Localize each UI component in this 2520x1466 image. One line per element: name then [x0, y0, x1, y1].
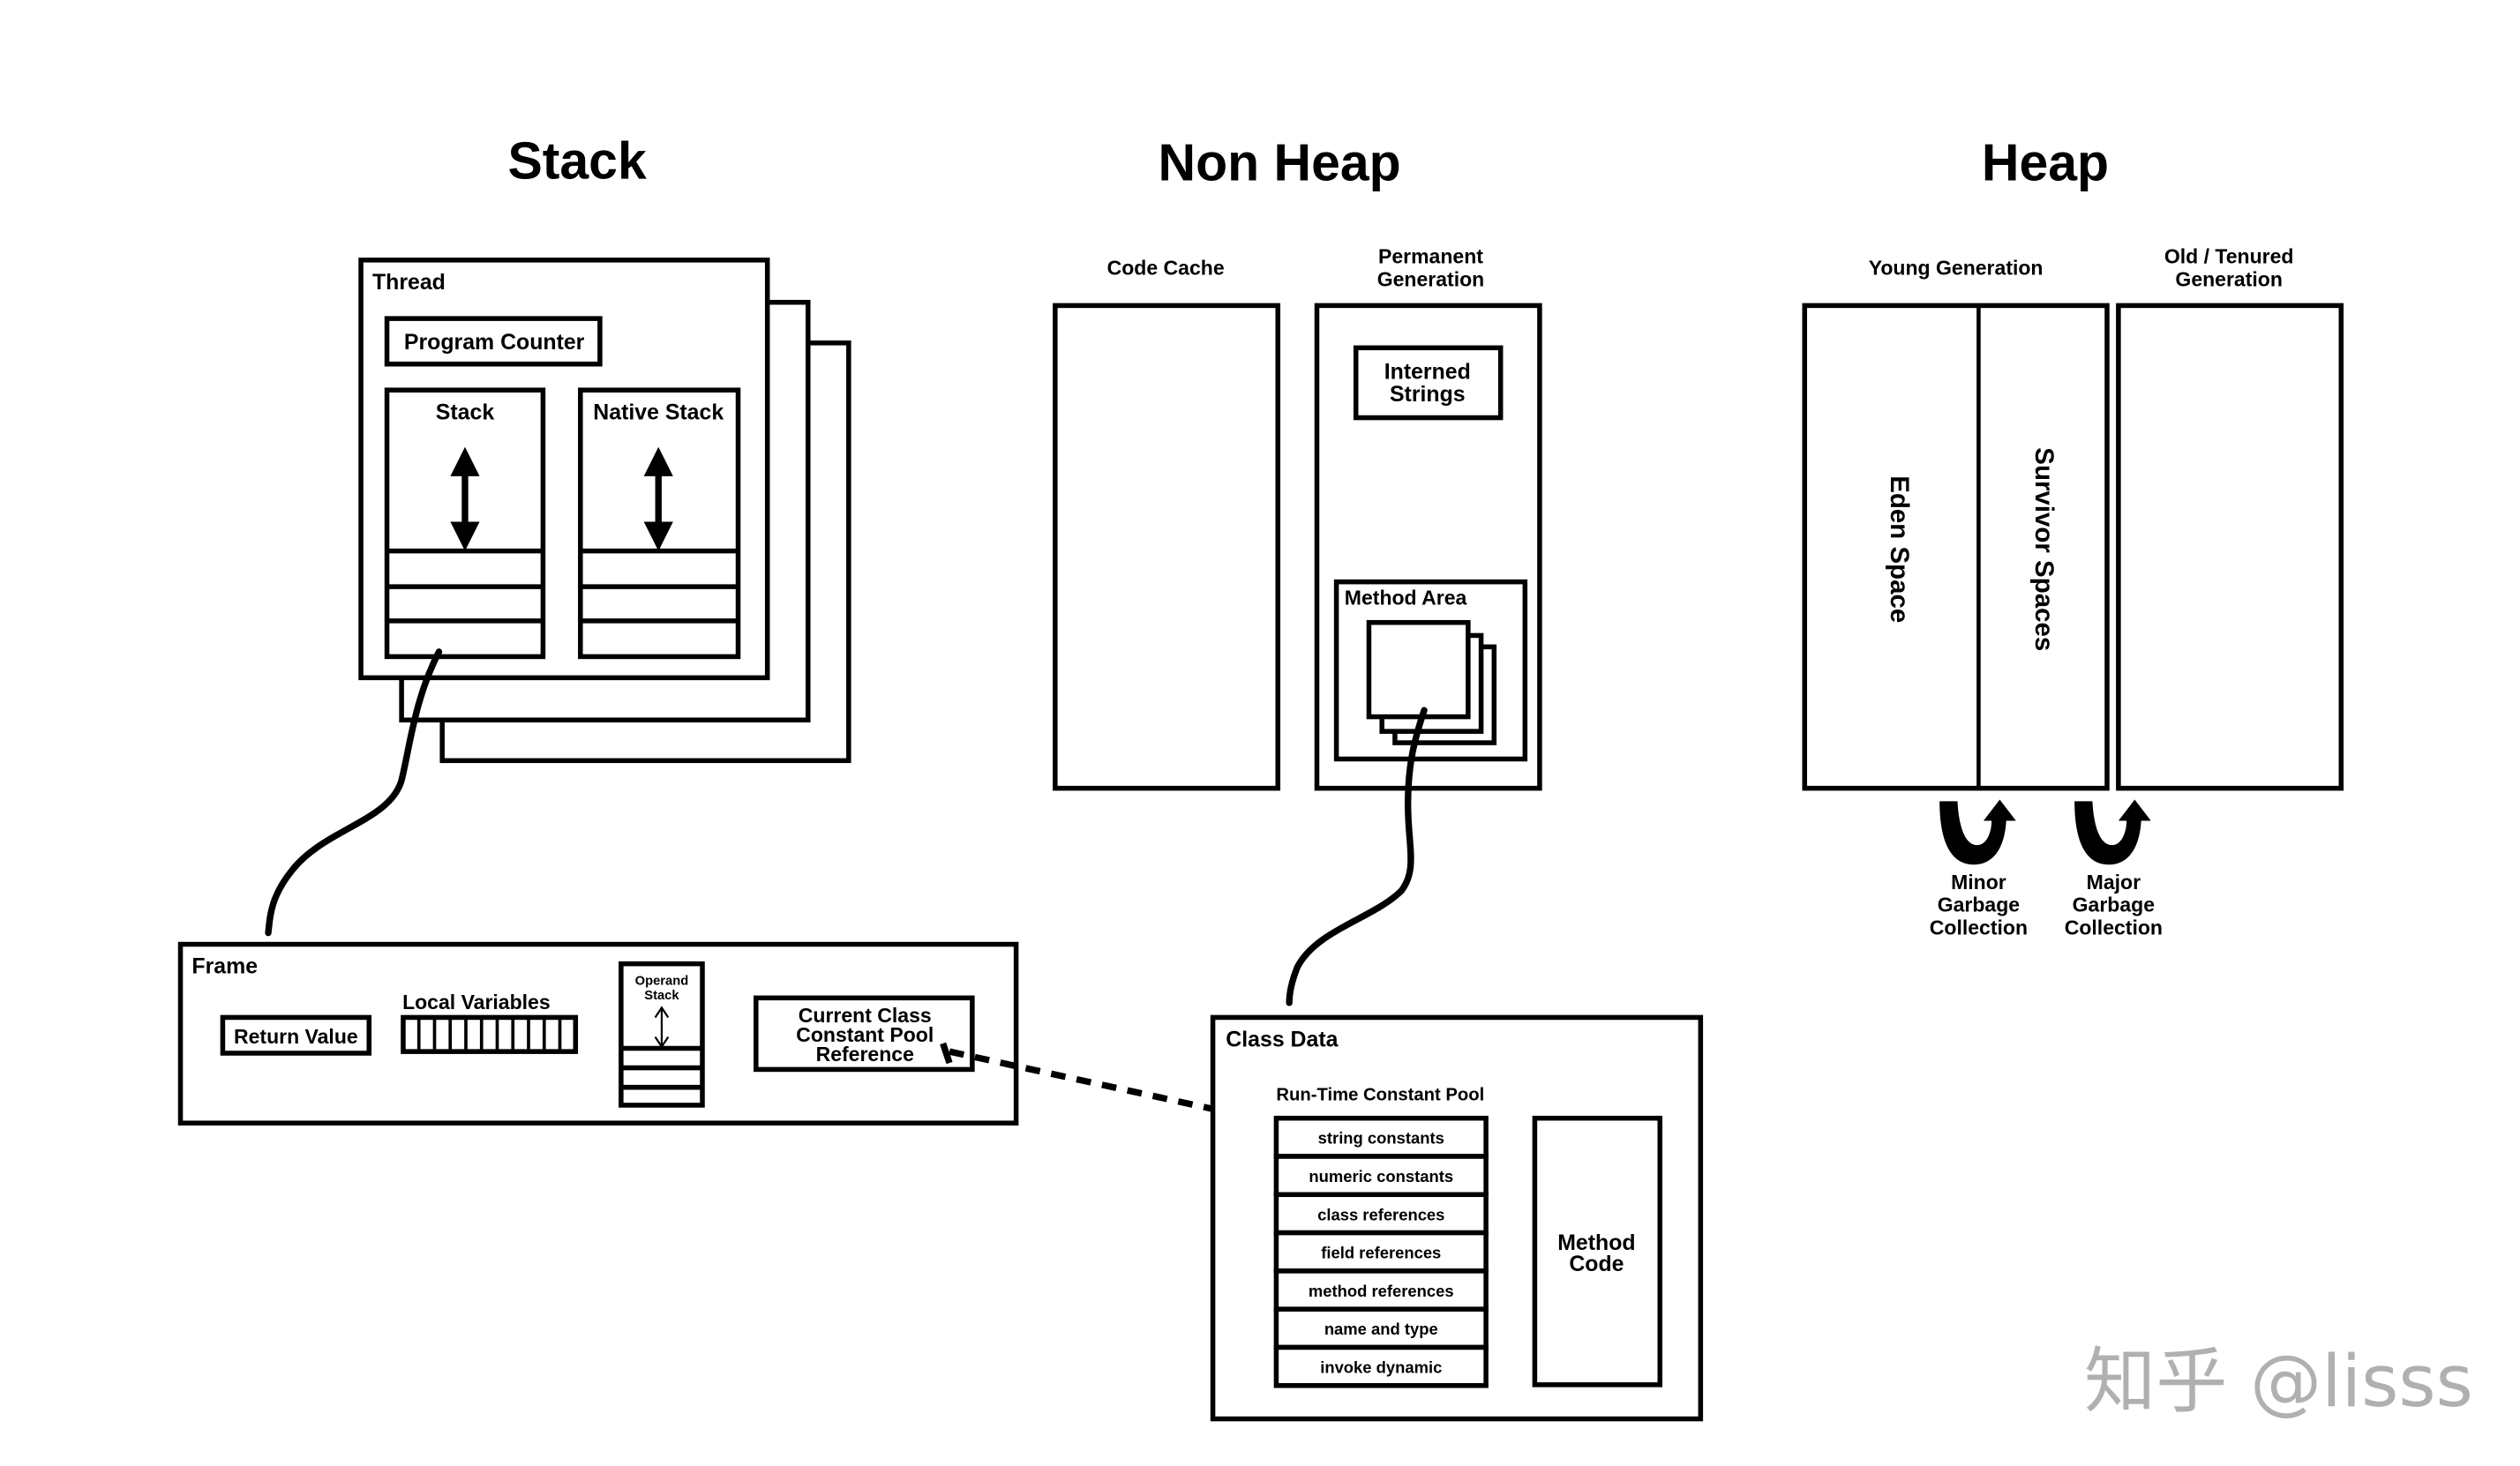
- dashed-arrow-line: [949, 1048, 1256, 1122]
- watermark: 知乎 @lisss: [2084, 1341, 2473, 1424]
- method-area-to-class-data-connector: [1286, 707, 1428, 1006]
- major-gc-arrow-icon: [2074, 799, 2151, 865]
- pool-entry-cell: [1273, 1230, 1489, 1274]
- minor-gc-arrow-icon: [1939, 799, 2016, 865]
- pool-entry-label: string constants: [1318, 1129, 1444, 1148]
- runtime-constant-pool-label: Run-Time Constant Pool: [1276, 1085, 1484, 1104]
- class-data-group: Class Data Run-Time Constant Pool string…: [1210, 1014, 1704, 1422]
- method-code-line2: Code: [1569, 1252, 1624, 1276]
- pool-entry-cell: [1273, 1344, 1489, 1388]
- method-area-label: Method Area: [1345, 586, 1467, 609]
- pool-entry-cell: [1273, 1268, 1489, 1312]
- jvm-stack-label: Stack: [436, 400, 495, 424]
- heap-group: Young Generation Old / Tenured Generatio…: [1802, 244, 2344, 939]
- old-generation-box: [2116, 303, 2344, 791]
- program-counter-box: [384, 316, 603, 367]
- minor-gc-label-line3: Collection: [1930, 916, 2028, 939]
- arrow-tail-tick: [940, 1042, 953, 1065]
- minor-gc-label-line2: Garbage: [1938, 894, 2021, 916]
- section-title-non-heap: Non Heap: [1159, 135, 1401, 192]
- method-code-line1: Method: [1557, 1230, 1635, 1255]
- young-generation-label: Young Generation: [1869, 256, 2044, 279]
- old-generation-label-line1: Old / Tenured: [2164, 244, 2294, 267]
- double-arrow-icon: [643, 446, 673, 551]
- pool-entry-label: numeric constants: [1309, 1167, 1453, 1186]
- pool-entry-label: field references: [1321, 1244, 1441, 1262]
- local-variables-frame: [401, 1014, 579, 1054]
- pool-entry-cell: [1273, 1154, 1489, 1198]
- class-data-label: Class Data: [1226, 1028, 1338, 1052]
- interned-strings-box: [1353, 345, 1504, 421]
- major-gc-label-line2: Garbage: [2073, 894, 2156, 916]
- thread-label: Thread: [372, 270, 446, 295]
- frame-group: Frame Return Value Local Variables Opera…: [177, 941, 1019, 1126]
- program-counter-label: Program Counter: [404, 330, 585, 355]
- stack-to-frame-connector: [265, 648, 443, 937]
- method-code-box: [1532, 1115, 1663, 1387]
- major-gc-label-line1: Major: [2087, 871, 2141, 894]
- young-generation-box: [1802, 303, 2110, 791]
- perm-gen-label-line1: Permanent: [1378, 244, 1483, 267]
- constant-pool-reference-box: [754, 995, 975, 1073]
- operand-stack-label-line2: Stack: [644, 989, 679, 1003]
- pool-entry-label: invoke dynamic: [1320, 1358, 1442, 1377]
- section-title-heap: Heap: [1982, 135, 2109, 192]
- survivor-spaces-label: Survivor Spaces: [2029, 447, 2059, 651]
- interned-strings-line2: Strings: [1390, 382, 1466, 407]
- local-variables-array: [401, 1014, 579, 1054]
- interned-strings-line1: Interned: [1384, 359, 1471, 384]
- perm-gen-label-line2: Generation: [1377, 267, 1485, 290]
- code-cache-box: [1053, 303, 1281, 791]
- pool-entry-label: name and type: [1324, 1320, 1438, 1338]
- ccp-ref-line1: Current Class: [799, 1004, 932, 1027]
- non-heap-group: Code Cache Permanent Generation Interned…: [1053, 244, 1542, 791]
- pool-entry-label: method references: [1309, 1282, 1454, 1300]
- double-arrow-icon: [450, 446, 480, 551]
- return-value-label: Return Value: [234, 1025, 358, 1048]
- native-stack-label: Native Stack: [593, 400, 724, 424]
- major-gc-label-line3: Collection: [2065, 916, 2163, 939]
- code-cache-label: Code Cache: [1107, 256, 1225, 279]
- operand-stack-label-line1: Operand: [635, 975, 689, 989]
- eden-space-label: Eden Space: [1885, 475, 1914, 623]
- return-value-box: [220, 1014, 372, 1056]
- section-title-stack: Stack: [507, 133, 647, 191]
- frame-label: Frame: [191, 954, 258, 979]
- local-variables-label: Local Variables: [402, 991, 551, 1013]
- old-generation-label-line2: Generation: [2175, 267, 2283, 290]
- pool-entry-label: class references: [1317, 1205, 1444, 1223]
- minor-gc-label-line1: Minor: [1951, 871, 2006, 894]
- runtime-constant-pool-list: string constants numeric constants class r…: [1273, 1115, 1489, 1388]
- ccp-ref-line3: Reference: [816, 1043, 915, 1066]
- pool-entry-cell: [1273, 1306, 1489, 1350]
- class-box: [1366, 619, 1471, 720]
- ccp-ref-line2: Constant Pool: [796, 1023, 934, 1046]
- thread-stack-group: Thread Program Counter Stack Native Stac…: [358, 258, 851, 764]
